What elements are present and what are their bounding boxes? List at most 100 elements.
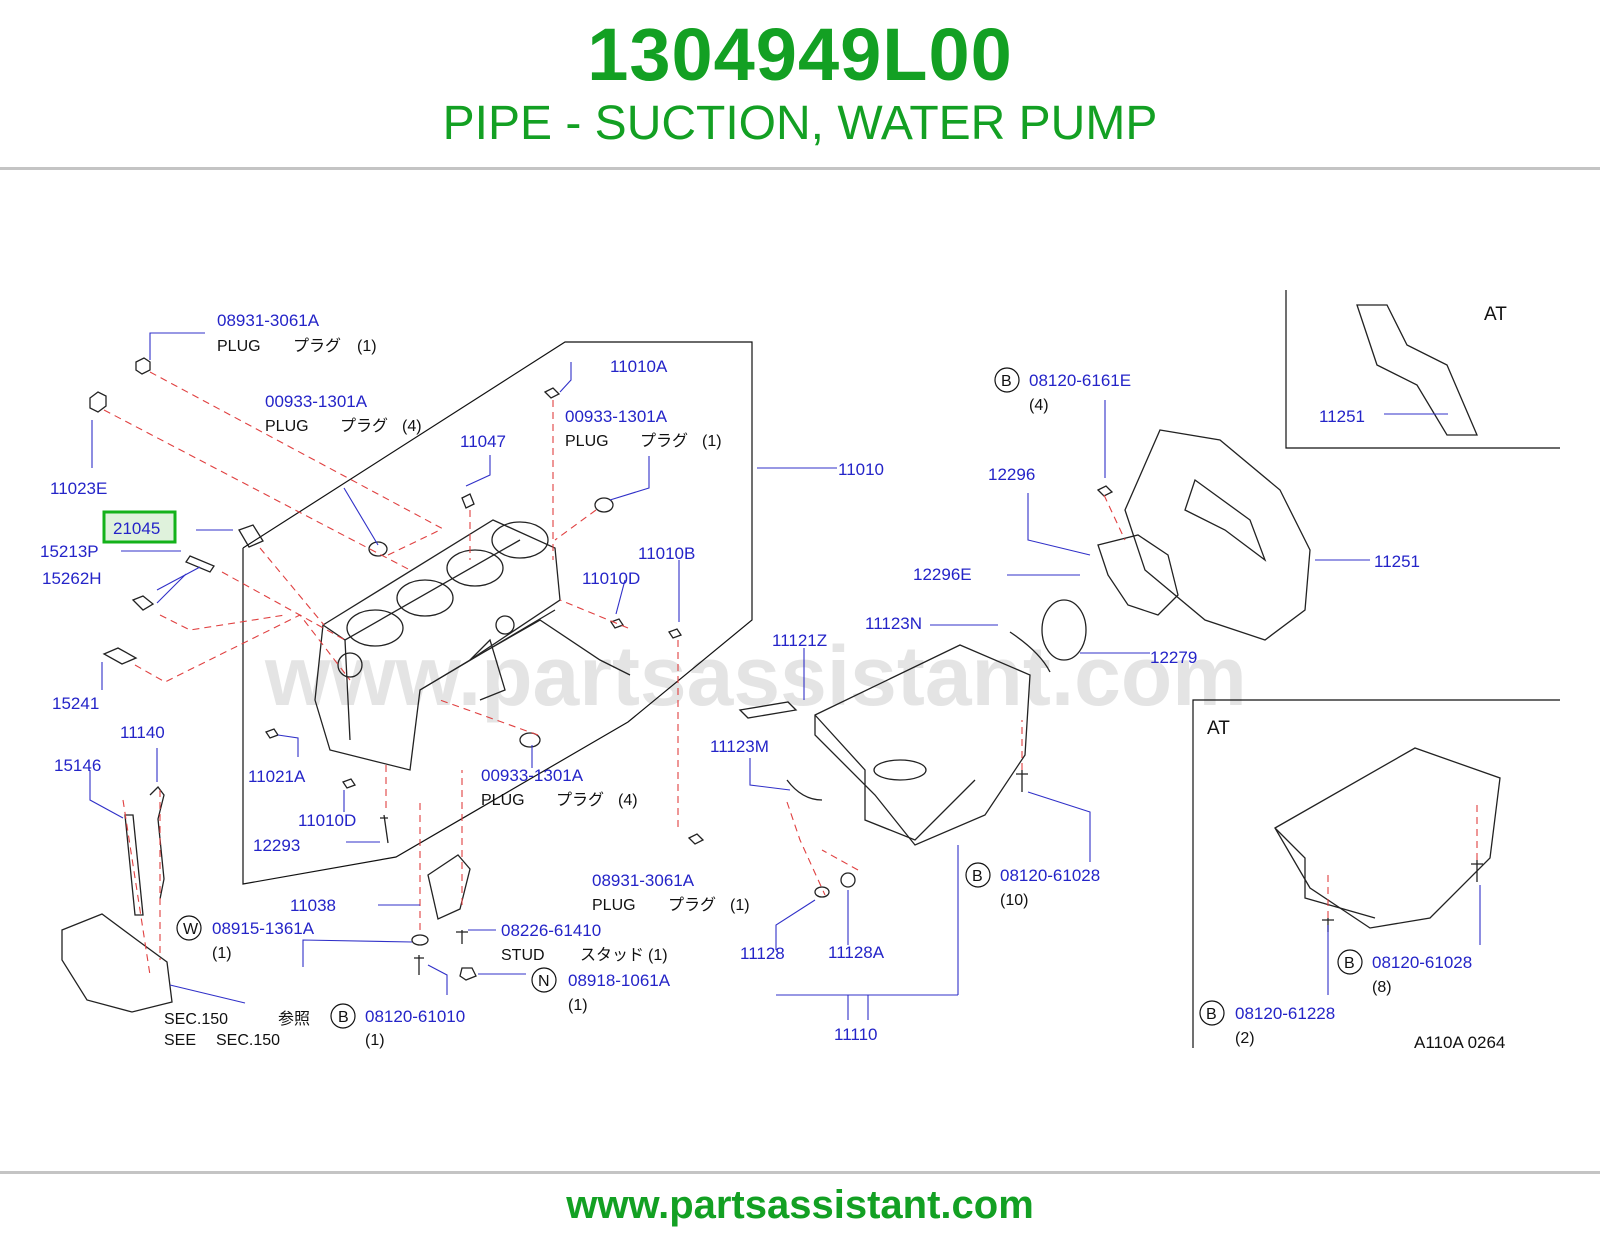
svg-text:(1): (1) [568,997,588,1014]
callout-12296E[interactable]: 12296E [913,565,972,584]
callout-11128[interactable]: 11128 [740,944,785,963]
callout-11128A[interactable]: 11128A [828,943,885,962]
svg-text:B: B [972,868,983,885]
svg-text:プラグ: プラグ [340,417,388,435]
callout-11010B[interactable]: 11010B [638,544,695,563]
callout-11010D-b[interactable]: 11010D [298,811,356,830]
svg-text:PLUG: PLUG [265,418,309,435]
part-number-title: 1304949L00 [587,13,1013,96]
oil-pan-drawing [738,631,1501,932]
svg-text:プラグ: プラグ [668,896,716,914]
svg-text:スタッド: スタッド [580,946,644,964]
callout-11121Z[interactable]: 11121Z [772,631,827,650]
callout-15213P[interactable]: 15213P [40,542,99,561]
cylinder-block-drawing [314,519,631,771]
svg-text:08120-6161E: 08120-6161E [1029,371,1131,390]
svg-text:SEC.150: SEC.150 [216,1032,280,1049]
rear-plate-drawing [1041,304,1478,661]
svg-text:(1): (1) [648,947,668,964]
svg-text:08226-61410: 08226-61410 [501,921,601,940]
engine-block-frame [242,341,753,885]
svg-text:(1): (1) [702,433,722,450]
callout-11010A[interactable]: 11010A [610,357,668,376]
svg-text:PLUG: PLUG [217,338,261,355]
svg-text:PLUG: PLUG [481,792,525,809]
leader-lines [89,332,1481,1020]
svg-text:SEE: SEE [164,1032,196,1049]
at-flywheel-inset-frame [1285,290,1560,449]
svg-text:08931-3061A: 08931-3061A [592,871,695,890]
svg-text:(1): (1) [730,897,750,914]
svg-text:08915-1361A: 08915-1361A [212,919,315,938]
at-oilpan-label: AT [1207,718,1230,739]
callout-08120-61010[interactable]: SEC.150 参照 B 08120-61010 SEE SEC.150 (1) [164,1007,465,1049]
callout-08120-61028-at[interactable]: B 08120-61028 (8) [1344,953,1472,996]
callout-at-11251[interactable]: AT 11251 [1319,304,1507,426]
svg-text:00933-1301A: 00933-1301A [265,392,368,411]
svg-text:プラグ: プラグ [293,337,341,355]
callout-12279[interactable]: 12279 [1150,648,1197,667]
callout-08120-6161E[interactable]: B 08120-6161E (4) [1001,371,1131,414]
callout-12293[interactable]: 12293 [253,836,300,855]
svg-text:PLUG: PLUG [592,897,636,914]
header-divider [0,167,1600,170]
svg-text:SEC.150: SEC.150 [164,1011,228,1028]
svg-text:08120-61010: 08120-61010 [365,1007,465,1026]
svg-text:08931-3061A: 08931-3061A [217,311,320,330]
callout-21045[interactable]: 21045 [113,519,160,538]
callout-08931-3061A-top[interactable]: 08931-3061A PLUG プラグ (1) [217,311,377,355]
svg-text:(2): (2) [1235,1030,1255,1047]
callout-08120-61228[interactable]: B 08120-61228 (2) [1206,1004,1335,1047]
svg-text:プラグ: プラグ [640,432,688,450]
svg-text:W: W [183,921,199,938]
callout-00933-1301A-b[interactable]: 00933-1301A PLUG プラグ (1) [565,407,722,450]
svg-text:(4): (4) [618,792,638,809]
svg-text:(1): (1) [357,338,377,355]
callout-08918-1061A[interactable]: N 08918-1061A (1) [538,971,671,1014]
footer-url-link[interactable]: www.partsassistant.com [566,1183,1034,1227]
callout-11010[interactable]: 11010 [838,460,884,479]
callout-11140[interactable]: 11140 [120,723,165,742]
watermark: www.partsassistant.com [264,629,1247,723]
callout-11110[interactable]: 11110 [834,1025,878,1044]
callout-15146[interactable]: 15146 [54,756,101,775]
callout-15262H[interactable]: 15262H [42,569,102,588]
svg-text:N: N [538,973,550,990]
svg-text:プラグ: プラグ [556,791,604,809]
svg-text:11251: 11251 [1319,407,1365,426]
svg-text:AT: AT [1484,304,1507,325]
callout-11123M[interactable]: 11123M [710,737,769,756]
callout-00933-1301A-c[interactable]: 00933-1301A PLUG プラグ (4) [481,766,638,809]
callout-11038[interactable]: 11038 [290,896,336,915]
callout-11047[interactable]: 11047 [460,432,506,451]
svg-text:参照: 参照 [278,1010,310,1028]
svg-text:B: B [1001,373,1012,390]
svg-text:(1): (1) [212,945,232,962]
callout-00933-1301A-a[interactable]: 00933-1301A PLUG プラグ (4) [265,392,422,435]
callout-08120-61028[interactable]: B 08120-61028 (10) [972,866,1100,909]
svg-text:00933-1301A: 00933-1301A [481,766,584,785]
callout-08931-3061A-bottom[interactable]: 08931-3061A PLUG プラグ (1) [592,871,750,914]
svg-text:(10): (10) [1000,892,1028,909]
part-name-subtitle: PIPE - SUCTION, WATER PUMP [442,97,1158,150]
highlight-box [102,510,177,544]
callout-12296[interactable]: 12296 [988,465,1035,484]
callout-11251[interactable]: 11251 [1374,552,1420,571]
svg-text:08120-61028: 08120-61028 [1372,953,1472,972]
diagram-ref-code: A110A 0264 [1414,1033,1505,1052]
svg-text:00933-1301A: 00933-1301A [565,407,668,426]
svg-text:PLUG: PLUG [565,433,609,450]
callout-15241[interactable]: 15241 [52,694,99,713]
svg-text:(1): (1) [365,1032,385,1049]
callout-11123N[interactable]: 11123N [865,614,922,633]
callout-11021A[interactable]: 11021A [248,767,306,786]
callout-08226-61410[interactable]: 08226-61410 STUD スタッド (1) [501,921,668,964]
callout-08915-1361A[interactable]: W 08915-1361A (1) [183,919,315,962]
callout-11023E[interactable]: 11023E [50,479,107,498]
svg-text:08120-61028: 08120-61028 [1000,866,1100,885]
svg-text:08918-1061A: 08918-1061A [568,971,671,990]
svg-text:08120-61228: 08120-61228 [1235,1004,1335,1023]
footer-divider [0,1171,1600,1174]
callout-11010D-a[interactable]: 11010D [582,569,640,588]
